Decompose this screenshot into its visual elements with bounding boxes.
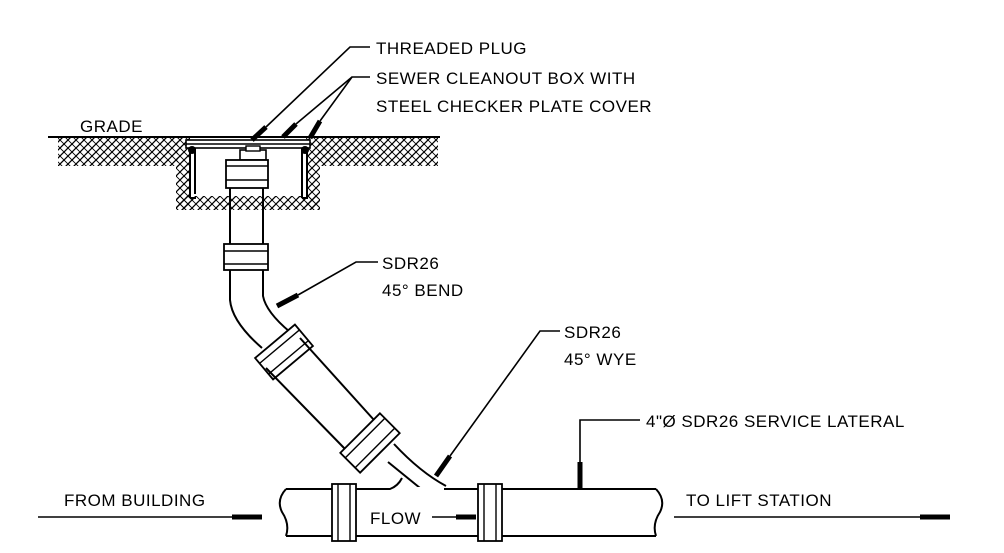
riser-coupling (223, 243, 269, 271)
soil-box-left (176, 138, 190, 210)
main-coupling-right (477, 483, 503, 542)
leader-wye (449, 330, 560, 457)
bend-45 (229, 270, 315, 381)
label-threaded-plug: THREADED PLUG (376, 39, 527, 58)
leader-threaded-plug (265, 46, 370, 128)
label-wye-line1: SDR26 (564, 323, 621, 342)
labels: THREADED PLUG SEWER CLEANOUT BOX WITH ST… (64, 39, 905, 528)
label-service-lateral: 4"Ø SDR26 SERVICE LATERAL (646, 412, 905, 431)
leader-service-lateral (579, 419, 640, 462)
main-pipe (278, 477, 664, 542)
wye-coupling (339, 412, 401, 474)
label-bend-line2: 45° BEND (382, 281, 464, 300)
soil-box-bottom (176, 196, 320, 210)
label-to-lift-station: TO LIFT STATION (686, 491, 832, 510)
leaders (38, 46, 950, 520)
label-wye-line2: 45° WYE (564, 350, 637, 369)
diagonal-pipe (265, 337, 447, 489)
label-bend-line1: SDR26 (382, 254, 439, 273)
bend-coupling (253, 323, 315, 381)
soil-box-right (306, 138, 320, 210)
label-grade: GRADE (80, 117, 143, 136)
riser-pipe (223, 145, 269, 271)
label-cleanout-box-line1: SEWER CLEANOUT BOX WITH (376, 69, 636, 88)
main-coupling-left (331, 483, 357, 542)
label-from-building: FROM BUILDING (64, 491, 206, 510)
soil-left (58, 138, 178, 166)
label-cleanout-box-line2: STEEL CHECKER PLATE COVER (376, 97, 652, 116)
leader-bend (297, 261, 378, 296)
label-flow: FLOW (370, 509, 421, 528)
ground-hatch (48, 136, 440, 210)
riser-hub (225, 159, 269, 189)
soil-right (318, 138, 438, 166)
